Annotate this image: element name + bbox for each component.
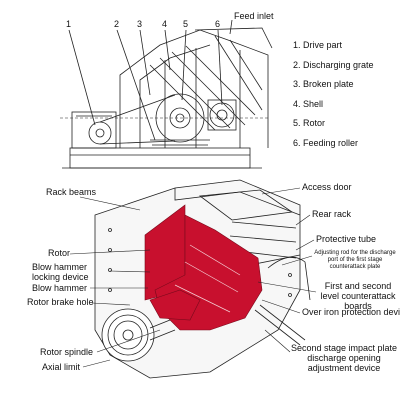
label-blow-hammer-locking: Blow hammer locking device <box>32 262 89 282</box>
callout-1: 1 <box>66 19 72 29</box>
callout-6: 6 <box>215 19 221 29</box>
callout-4: 4 <box>162 19 168 29</box>
label-rear-rack: Rear rack <box>312 209 352 219</box>
label-adjusting-rod: Adjusting rod for the discharge port of … <box>314 250 396 270</box>
label-rotor-brake-hole: Rotor brake hole <box>27 297 94 307</box>
legend-item: 6. Feeding roller <box>293 138 359 148</box>
legend-item: 3. Broken plate <box>293 79 354 89</box>
legend-item: 4. Shell <box>293 99 324 109</box>
label-rotor: Rotor <box>48 248 71 258</box>
label-second-stage: Second stage impact plate discharge open… <box>290 343 398 373</box>
label-access-door: Access door <box>302 182 352 192</box>
label-rack-beams: Rack beams <box>46 187 97 197</box>
feed-inlet-label: Feed inlet <box>234 11 274 21</box>
label-axial-limit: Axial limit <box>42 362 81 372</box>
label-protective-tube: Protective tube <box>316 234 377 244</box>
callout-3: 3 <box>137 19 143 29</box>
callout-5: 5 <box>183 19 189 29</box>
callout-2: 2 <box>114 19 120 29</box>
legend-item: 5. Rotor <box>293 118 326 128</box>
label-blow-hammer: Blow hammer <box>32 283 88 293</box>
label-over-iron: Over iron protection device <box>302 307 400 317</box>
legend-item: 1. Drive part <box>293 40 343 50</box>
label-counterattack-boards: First and second level counterattack boa… <box>320 281 396 311</box>
legend-item: 2. Discharging grate <box>293 60 374 70</box>
label-rotor-spindle: Rotor spindle <box>40 347 94 357</box>
